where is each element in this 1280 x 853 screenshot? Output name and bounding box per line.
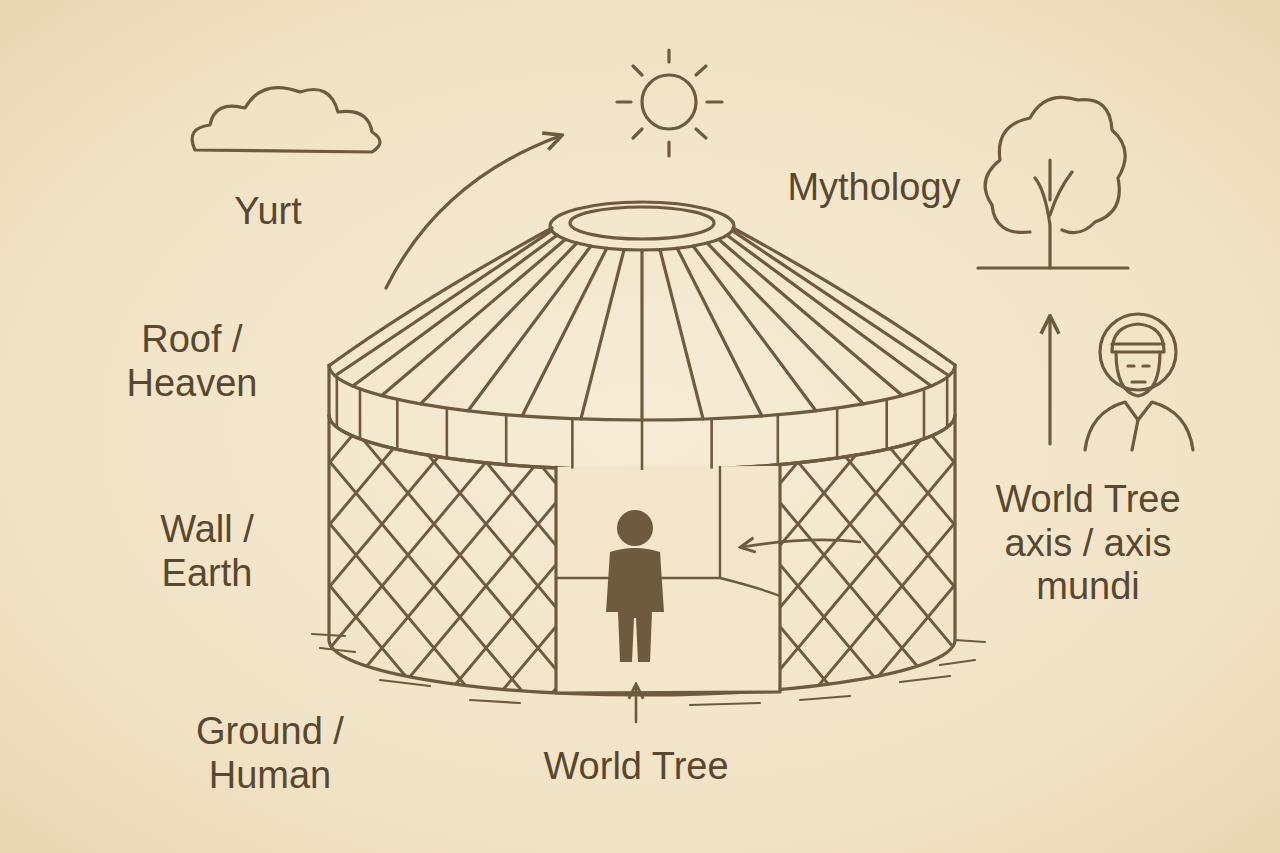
label-text: Roof / Heaven xyxy=(107,318,277,405)
roof-rib xyxy=(421,243,577,404)
human-figure xyxy=(606,510,664,662)
lattice-wall xyxy=(329,415,955,695)
label-text: Yurt xyxy=(168,190,368,234)
roof-rib xyxy=(718,239,902,395)
yurt-roof xyxy=(329,202,955,420)
shaman-figure xyxy=(1085,314,1193,450)
roof-rib xyxy=(353,235,557,386)
band-rib xyxy=(336,377,339,427)
roof-rib xyxy=(660,250,703,419)
band-rib xyxy=(396,399,399,449)
axis-arrow xyxy=(1048,318,1051,444)
roof-rib xyxy=(581,250,624,419)
sun xyxy=(617,50,722,156)
cloud xyxy=(192,88,380,152)
band-rib xyxy=(885,399,888,449)
band-rib xyxy=(946,377,949,427)
ground-arrow xyxy=(635,686,638,722)
band-rib xyxy=(359,389,362,439)
band-rib xyxy=(923,389,926,439)
ground-strokes xyxy=(312,634,985,705)
band-rib xyxy=(571,419,574,469)
roof-rib xyxy=(468,246,591,411)
label-text: Ground / Human xyxy=(175,710,365,797)
roof-rib xyxy=(640,250,643,420)
band-rib xyxy=(710,419,713,469)
roof-rib xyxy=(522,248,607,416)
band-ribs xyxy=(337,377,947,470)
label-text: Mythology xyxy=(754,166,994,210)
axis-pointer xyxy=(742,540,860,547)
label-text: Wall / Earth xyxy=(132,508,282,595)
band-rib xyxy=(836,408,839,458)
roof-band xyxy=(329,415,955,470)
roof-rib xyxy=(727,235,931,386)
label-text: World Tree axis / axis mundi xyxy=(976,478,1201,609)
band-rib xyxy=(446,408,449,458)
band-rib xyxy=(641,420,644,470)
roof-rib xyxy=(732,231,949,376)
band-rib xyxy=(777,415,780,465)
doorway xyxy=(556,466,780,693)
door-interior xyxy=(556,467,780,596)
band-rib xyxy=(505,415,508,465)
roof-rib xyxy=(677,248,762,416)
world-tree-symbol xyxy=(978,97,1128,268)
label-text: World Tree xyxy=(506,745,766,789)
